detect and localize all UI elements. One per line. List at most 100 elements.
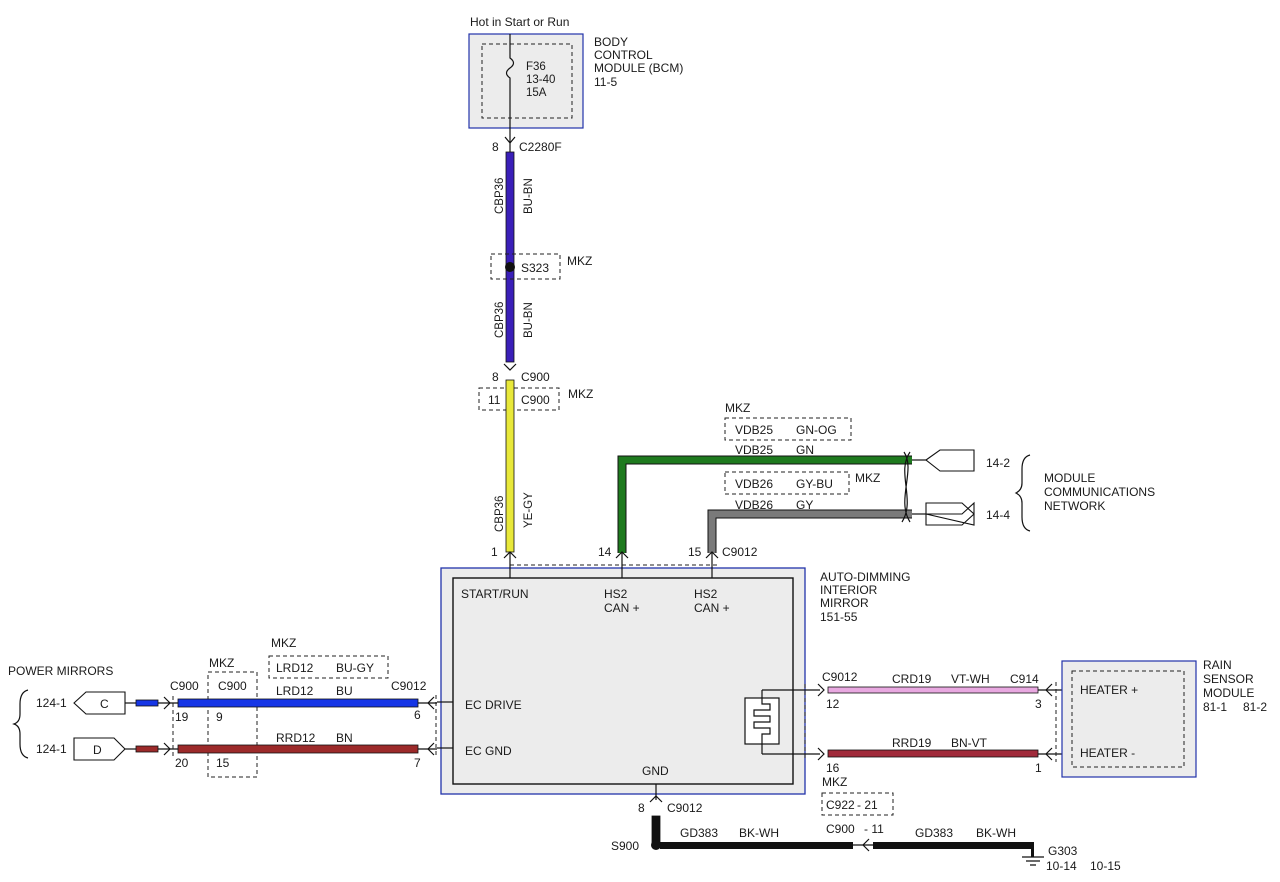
pin-ec-gnd: 7	[414, 756, 421, 770]
network-label-2: COMMUNICATIONS	[1044, 485, 1155, 499]
vdb25-circuit: VDB25	[735, 443, 773, 457]
ec-gnd-arrow	[427, 742, 435, 756]
hs2a-line1: HS2	[604, 587, 628, 601]
pin-3: 3	[1035, 697, 1042, 711]
c900-alt-label: C900	[521, 393, 550, 407]
power-mirrors-brace	[12, 689, 29, 759]
pin-1: 1	[1035, 761, 1042, 775]
rrd19-circuit: RRD19	[892, 736, 932, 750]
network-label-3: NETWORK	[1044, 499, 1105, 513]
vdb25-color: GN	[796, 443, 814, 457]
pin-ec-drive: 6	[414, 708, 421, 722]
ground-symbol	[1022, 856, 1044, 866]
rain-name-2: SENSOR	[1203, 672, 1254, 686]
c922-label: C922	[826, 798, 855, 812]
vdb26-color: GY	[796, 498, 813, 512]
bcm-box	[468, 33, 584, 129]
vdb25-mkz-box	[724, 417, 852, 441]
splice-label: S900	[611, 839, 639, 853]
pin-start: 1	[491, 545, 498, 559]
c914-arrow-plus	[1045, 683, 1053, 697]
hs2a-line2: CAN +	[604, 601, 640, 615]
lrd12-alt-circuit: LRD12	[276, 661, 314, 675]
vdb26-alt-color: GY-BU	[796, 477, 833, 491]
c900-ground-pin: - 11	[864, 822, 884, 836]
gnd-arrow	[649, 795, 663, 803]
twisted-pair	[901, 451, 911, 523]
ground-circuit: 8 C9012 S900 GD383 BK-WH C900 - 11 GD383…	[611, 775, 1121, 873]
fuse-name: F36	[526, 61, 546, 73]
body-control-module: Hot in Start or Run F36 13-40 15A BODY C…	[468, 15, 683, 154]
ground-drop	[1031, 842, 1034, 857]
network-ref-a: 14-2	[986, 456, 1010, 470]
ref-d: 124-1	[36, 742, 67, 756]
ec-drive-label: EC DRIVE	[465, 698, 522, 712]
network-mkz-tag-2: MKZ	[855, 471, 880, 485]
wire-gnd-vertical	[651, 815, 661, 845]
pin-9: 9	[216, 710, 223, 724]
vdb26-circuit: VDB26	[735, 498, 773, 512]
bcm-fuse-box	[481, 43, 573, 119]
c900-arrow	[503, 363, 517, 371]
c900-ground-label: C900	[826, 822, 855, 836]
ref-c: 124-1	[36, 696, 67, 710]
network-flag-b	[925, 501, 975, 526]
ec-drive-arrow	[427, 696, 435, 710]
bcm-page: 11-5	[594, 75, 617, 89]
bcm-connector: C2280F	[519, 140, 562, 154]
pin-19: 19	[175, 710, 189, 724]
wire-vdb26-gy	[708, 510, 912, 553]
auto-dimming-mirror: 1 14 15 C9012 START/RUN HS2 CAN + HS2 CA…	[435, 545, 910, 795]
mirror-name-3: MIRROR	[820, 596, 869, 610]
fuse-page: 13-40	[526, 74, 555, 86]
power-mirrors: POWER MIRRORS 124-1 124-1 C D C900 19 20…	[8, 636, 437, 778]
ground-page-a: 10-14	[1046, 859, 1077, 873]
rrd19-color: BN-VT	[951, 736, 988, 750]
lrd12-color: BU	[336, 684, 353, 698]
wire-gd383-b	[873, 842, 1031, 849]
c900-pin: 8	[492, 370, 499, 384]
pin-15: 15	[216, 756, 230, 770]
heater-plus-label: HEATER +	[1080, 683, 1138, 697]
fuse-symbol	[505, 34, 515, 128]
ground-point: G303	[1048, 844, 1078, 858]
vdb25-alt-color: GN-OG	[796, 423, 837, 437]
wire-color-b: BU-BN	[523, 302, 535, 338]
mirror-box	[440, 567, 806, 795]
crd19-color: VT-WH	[951, 672, 990, 686]
wire-circuit-c: CBP36	[494, 496, 506, 532]
bcm-name-1: BODY	[594, 35, 628, 49]
rrd12-color: BN	[336, 731, 353, 745]
start-run-label: START/RUN	[461, 587, 529, 601]
rain-name-3: MODULE	[1203, 686, 1254, 700]
rrd12-circuit: RRD12	[276, 731, 316, 745]
mirror-right-connector: C9012	[822, 670, 858, 684]
wire-lrd12-bu	[177, 698, 419, 708]
network-ref-b: 14-4	[986, 508, 1010, 522]
c900-mkz-box	[478, 387, 560, 411]
pin-hs2a: 14	[598, 545, 612, 559]
c900-label: C900	[521, 370, 550, 384]
rain-page-a: 81-1	[1203, 700, 1227, 714]
heater-minus-arrow	[817, 747, 825, 761]
vdb26-mkz-box	[724, 471, 850, 495]
wire-cbp36-bu-bn	[505, 151, 515, 363]
ground-page-b: 10-15	[1090, 859, 1121, 873]
pin-hs2b: 15	[688, 545, 702, 559]
splice-label: S323	[521, 261, 549, 275]
rain-page-b: 81-2	[1243, 700, 1267, 714]
pm-mkz-tag-2: MKZ	[271, 636, 296, 650]
rain-sensor-inner	[1071, 670, 1185, 768]
splice-mkz-box	[490, 253, 561, 280]
ec-gnd-label: EC GND	[465, 744, 512, 758]
bcm-pin: 8	[492, 140, 499, 154]
wire-d-short	[135, 745, 159, 753]
gd383-a-circuit: GD383	[680, 826, 718, 840]
rain-sensor: C9012 12 16 CRD19 VT-WH RRD19 BN-VT C914…	[817, 658, 1267, 778]
pin-12: 12	[826, 697, 840, 711]
c900-alt-label: C900	[218, 679, 247, 693]
heater-minus-label: HEATER -	[1080, 746, 1135, 760]
start-run-feed: CBP36 BU-BN S323 MKZ CBP36 BU-BN 8 C900 …	[478, 128, 593, 553]
bcm-name-3: MODULE (BCM)	[594, 61, 683, 75]
pin-20: 20	[175, 756, 189, 770]
